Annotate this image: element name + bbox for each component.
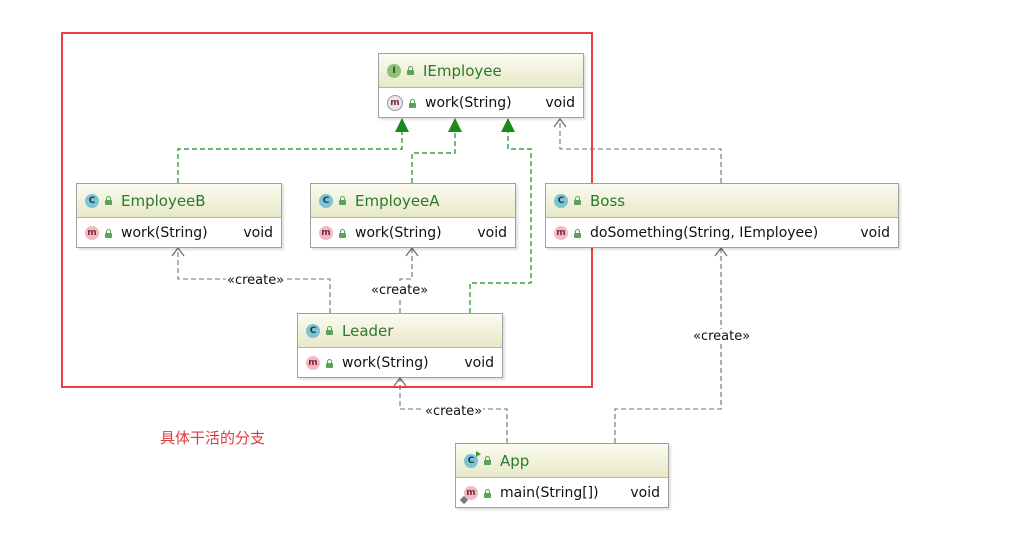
class-name: App <box>500 451 530 470</box>
method-signature: work(String) <box>425 95 512 111</box>
class-header: C Boss <box>546 184 898 218</box>
method-signature: work(String) <box>121 225 208 241</box>
realization-employeeb-iemployee <box>177 122 403 183</box>
method-return-type: void <box>545 95 575 111</box>
class-header: C EmployeeA <box>311 184 515 218</box>
class-iemployee[interactable]: I IEmployee m work(String) void <box>378 53 584 118</box>
public-visibility-icon <box>338 228 347 238</box>
method-icon: m <box>85 226 99 240</box>
create-app-leader <box>399 378 508 443</box>
class-header: C EmployeeB <box>77 184 281 218</box>
class-employeea[interactable]: C EmployeeA m work(String) void <box>310 183 516 248</box>
public-visibility-icon <box>325 358 334 368</box>
class-icon: C <box>554 193 568 208</box>
class-icon: C <box>85 193 99 208</box>
realization-arrowhead-employeea <box>448 118 462 132</box>
public-visibility-icon <box>338 196 347 205</box>
realization-arrowhead-leader <box>501 118 515 132</box>
class-icon: C <box>319 193 333 208</box>
runnable-class-icon: C <box>464 450 481 468</box>
create-label-leader-employeea: «create» <box>370 283 430 298</box>
class-header: C Leader <box>298 314 502 348</box>
class-boss[interactable]: C Boss m doSomething(String, IEmployee) … <box>545 183 899 248</box>
realization-employeea-iemployee <box>411 122 456 183</box>
class-name: Leader <box>342 321 394 340</box>
create-label-app-boss: «create» <box>692 329 752 344</box>
method-row[interactable]: m work(String) void <box>379 88 583 118</box>
create-label-app-leader: «create» <box>424 404 484 419</box>
create-label-leader-employeeb: «create» <box>226 273 286 288</box>
class-name: Boss <box>590 191 626 210</box>
method-row[interactable]: m work(String) void <box>311 218 515 248</box>
method-row[interactable]: m work(String) void <box>298 348 502 378</box>
class-app[interactable]: C App m main(String[]) void <box>455 443 669 508</box>
method-icon: m <box>554 226 568 240</box>
public-visibility-icon <box>483 456 492 465</box>
method-signature: doSomething(String, IEmployee) <box>590 225 819 241</box>
class-name: IEmployee <box>423 61 502 80</box>
interface-icon: I <box>387 63 401 78</box>
method-return-type: void <box>630 485 660 501</box>
class-leader[interactable]: C Leader m work(String) void <box>297 313 503 378</box>
create-arrowhead-employeea <box>405 246 419 257</box>
annotation-note: 具体干活的分支 <box>160 429 266 447</box>
create-leader-employeeb <box>177 248 331 313</box>
class-employeeb[interactable]: C EmployeeB m work(String) void <box>76 183 282 248</box>
public-visibility-icon <box>406 66 415 75</box>
dependency-boss-iemployee <box>559 119 722 183</box>
method-return-type: void <box>860 225 890 241</box>
method-row[interactable]: m work(String) void <box>77 218 281 248</box>
realization-leader-iemployee <box>469 122 532 313</box>
create-app-boss <box>614 248 722 443</box>
create-arrowhead-boss <box>714 246 728 257</box>
create-arrowhead-employeeb <box>171 246 185 257</box>
public-visibility-icon <box>104 196 113 205</box>
public-visibility-icon <box>325 326 334 335</box>
method-icon: m <box>306 356 320 370</box>
dependency-arrowhead-boss <box>553 117 567 128</box>
realization-arrowhead-employeeb <box>395 118 409 132</box>
method-signature: main(String[]) <box>500 485 599 501</box>
public-visibility-icon <box>573 196 582 205</box>
method-signature: work(String) <box>342 355 429 371</box>
method-row[interactable]: m main(String[]) void <box>456 478 668 508</box>
method-return-type: void <box>477 225 507 241</box>
public-visibility-icon <box>104 228 113 238</box>
abstract-method-icon: m <box>387 95 403 111</box>
class-name: EmployeeB <box>121 191 206 210</box>
method-return-type: void <box>464 355 494 371</box>
method-row[interactable]: m doSomething(String, IEmployee) void <box>546 218 898 248</box>
class-header: I IEmployee <box>379 54 583 88</box>
class-icon: C <box>306 323 320 338</box>
public-visibility-icon <box>408 98 417 108</box>
public-visibility-icon <box>483 488 492 498</box>
public-visibility-icon <box>573 228 582 238</box>
class-name: EmployeeA <box>355 191 440 210</box>
method-return-type: void <box>243 225 273 241</box>
method-icon: m <box>319 226 333 240</box>
create-arrowhead-leader <box>393 376 407 387</box>
static-method-icon: m <box>464 486 478 500</box>
method-signature: work(String) <box>355 225 442 241</box>
class-header: C App <box>456 444 668 478</box>
